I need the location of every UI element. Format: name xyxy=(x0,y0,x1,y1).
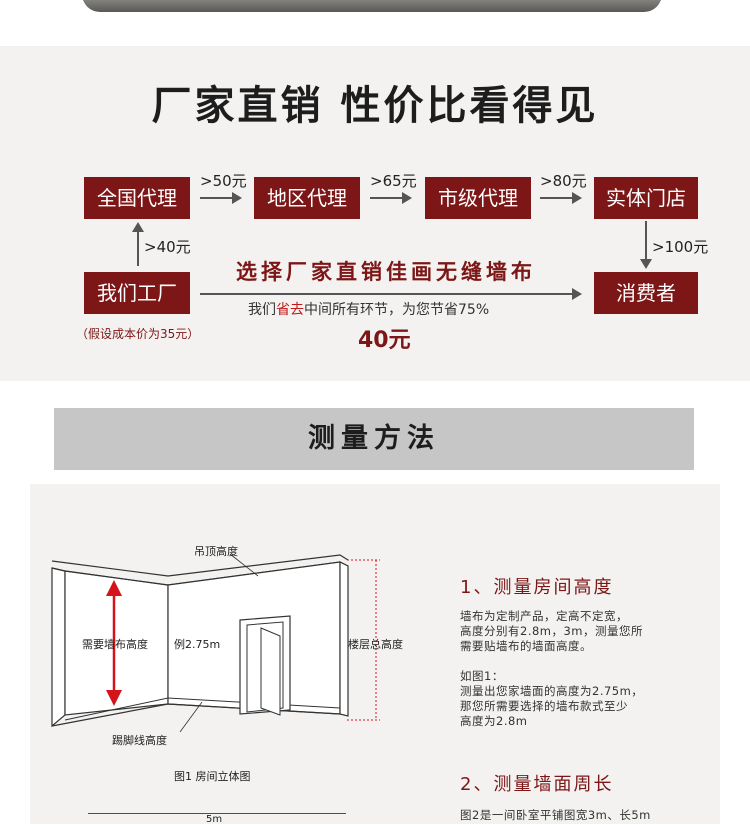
markup-label-city: >65元 xyxy=(370,172,417,190)
consumer-box: 消费者 xyxy=(594,272,698,314)
measure-title-bar: 测量方法 xyxy=(54,408,694,470)
section-title: 厂家直销 性价比看得见 xyxy=(151,82,599,129)
markup-label-regional: >50元 xyxy=(200,172,247,190)
store-box: 实体门店 xyxy=(594,177,698,219)
arrow-right-icon xyxy=(200,288,582,300)
top-photo xyxy=(82,0,662,12)
national-agent-box: 全国代理 xyxy=(84,177,190,219)
markup-label-national: >40元 xyxy=(144,238,191,256)
wallcloth-height-label: 需要墙布高度 xyxy=(82,638,148,651)
step2-title: 2、测量墙面周长 xyxy=(460,774,614,795)
factory-box: 我们工厂 xyxy=(84,272,190,314)
markup-label-store: >80元 xyxy=(540,172,587,190)
figure1-caption: 图1 房间立体图 xyxy=(174,770,251,783)
direct-sale-slogan: 选择厂家直销佳画无缝墙布 xyxy=(236,259,536,284)
arrow-down-icon xyxy=(640,221,652,269)
room-diagram xyxy=(51,553,380,733)
savings-highlight: 省去 xyxy=(276,302,304,318)
floor-total-height-label: 楼层总高度 xyxy=(348,638,403,651)
step2-body: 图2是一间卧室平铺图宽3m、长5m xyxy=(460,808,651,822)
arrow-right-icon xyxy=(200,192,242,204)
step1-example: 如图1： 测量出您家墙面的高度为2.75m， 那您所需要选择的墙布款式至少 高度… xyxy=(460,669,644,728)
ceiling-height-label: 吊顶高度 xyxy=(194,545,238,558)
savings-note: 我们省去中间所有环节，为您节省75% xyxy=(248,302,490,318)
step1-title: 1、测量房间高度 xyxy=(460,577,614,598)
regional-agent-box: 地区代理 xyxy=(254,177,360,219)
step1-body: 墙布为定制产品，定高不定宽， 高度分别有2.8m，3m，测量您所 需要贴墙布的墙… xyxy=(460,609,644,653)
markup-label-consumer: >100元 xyxy=(652,238,709,256)
arrow-up-icon xyxy=(132,222,144,266)
arrow-right-icon xyxy=(370,192,412,204)
arrow-right-icon xyxy=(540,192,582,204)
skirting-height-label: 踢脚线高度 xyxy=(112,734,167,747)
fig2-width-line xyxy=(88,813,346,814)
direct-price: 40元 xyxy=(358,328,411,353)
fig2-width-label: 5m xyxy=(206,814,223,825)
cost-assumption: （假设成本价为35元） xyxy=(76,327,200,341)
city-agent-box: 市级代理 xyxy=(425,177,531,219)
example-height-label: 例2.75m xyxy=(174,638,221,651)
